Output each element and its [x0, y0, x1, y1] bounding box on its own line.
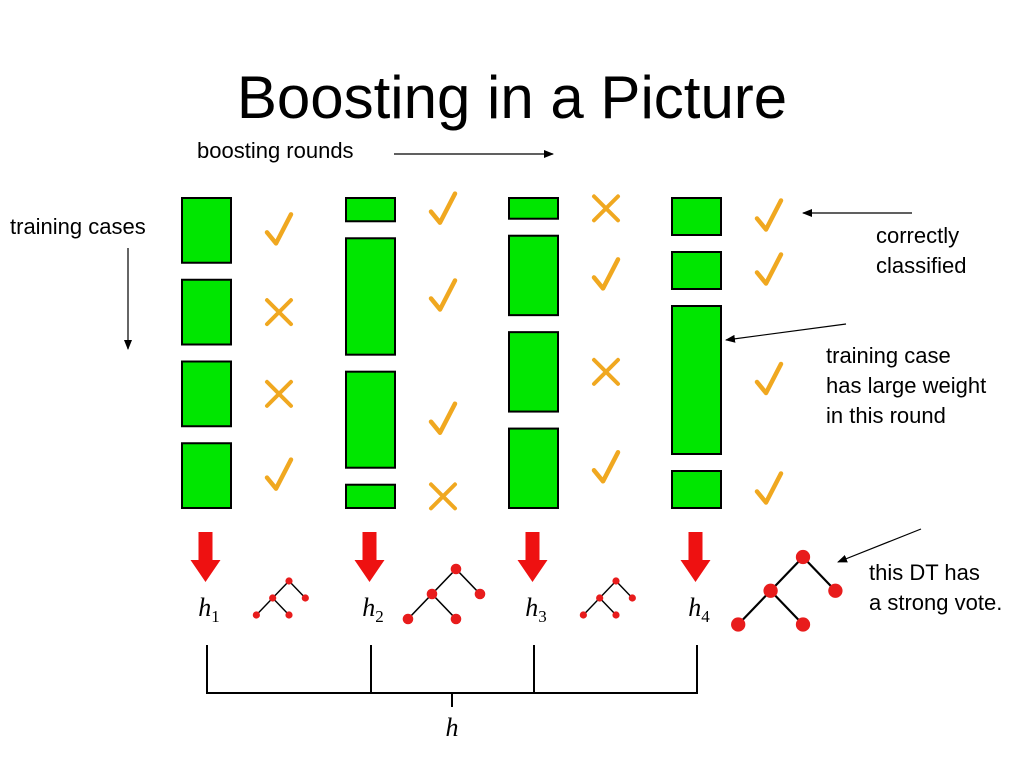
decision-tree-icon: [731, 549, 843, 632]
hypothesis-subscript: 2: [375, 607, 384, 626]
check-icon: [754, 252, 784, 286]
training-case-box: [508, 427, 559, 509]
training-case-box: [181, 360, 232, 428]
down-arrow-icon: [680, 532, 711, 582]
combined-hypothesis-label: h: [446, 713, 459, 742]
training-case-box: [345, 370, 396, 469]
check-icon: [264, 457, 294, 491]
check-icon: [591, 450, 621, 484]
down-arrow-icon: [517, 532, 548, 582]
hypothesis-label: h3: [525, 593, 547, 626]
round-2: h2: [345, 191, 486, 626]
decision-tree-icon: [402, 563, 486, 625]
cross-icon: [429, 482, 457, 511]
round-4: h4: [671, 197, 843, 632]
correctly-classified-label: correctly classified: [876, 223, 967, 278]
training-case-box: [345, 197, 396, 223]
hypothesis-subscript: 3: [538, 607, 547, 626]
check-icon: [428, 401, 458, 435]
check-icon: [428, 278, 458, 312]
boosting-rounds-label: boosting rounds: [197, 138, 354, 163]
down-arrow-icon: [190, 532, 221, 582]
training-case-box: [345, 483, 396, 510]
decision-tree-icon: [252, 577, 309, 619]
combine-bracket: [206, 645, 698, 707]
check-icon: [428, 191, 458, 225]
strong-vote-label: this DT has a strong vote.: [869, 560, 1003, 615]
training-case-box: [508, 331, 559, 413]
hypothesis-label: h4: [688, 593, 710, 626]
training-case-box: [508, 234, 559, 317]
check-icon: [264, 212, 294, 246]
training-case-box: [181, 442, 232, 509]
training-case-box: [181, 197, 232, 264]
cross-icon: [265, 379, 293, 408]
hypothesis-subscript: 1: [211, 607, 220, 626]
rounds-layer: h1 h2 h3 h4: [181, 191, 843, 632]
cross-icon: [592, 357, 620, 386]
strong-vote-arrow: [837, 528, 922, 563]
check-icon: [754, 198, 784, 232]
training-case-box: [671, 305, 722, 455]
cross-icon: [265, 298, 293, 327]
training-case-box: [671, 470, 722, 509]
down-arrow-icon: [354, 532, 385, 582]
large-weight-label: training case has large weight in this r…: [826, 343, 987, 428]
check-icon: [591, 257, 621, 291]
training-cases-label: training cases: [10, 214, 146, 239]
decision-tree-icon: [579, 577, 636, 619]
hypothesis-label: h1: [198, 593, 220, 626]
large-weight-arrow: [725, 323, 847, 343]
hypothesis-subscript: 4: [701, 607, 710, 626]
round-3: h3: [508, 194, 636, 626]
hypothesis-label: h2: [362, 593, 384, 626]
round-1: h1: [181, 197, 309, 626]
check-icon: [754, 361, 784, 396]
training-case-box: [181, 278, 232, 346]
training-case-box: [671, 251, 722, 290]
training-case-box: [345, 237, 396, 356]
training-case-box: [671, 197, 722, 236]
training-case-box: [508, 197, 559, 220]
slide-title: Boosting in a Picture: [236, 64, 788, 131]
check-icon: [754, 471, 784, 505]
cross-icon: [592, 194, 620, 223]
